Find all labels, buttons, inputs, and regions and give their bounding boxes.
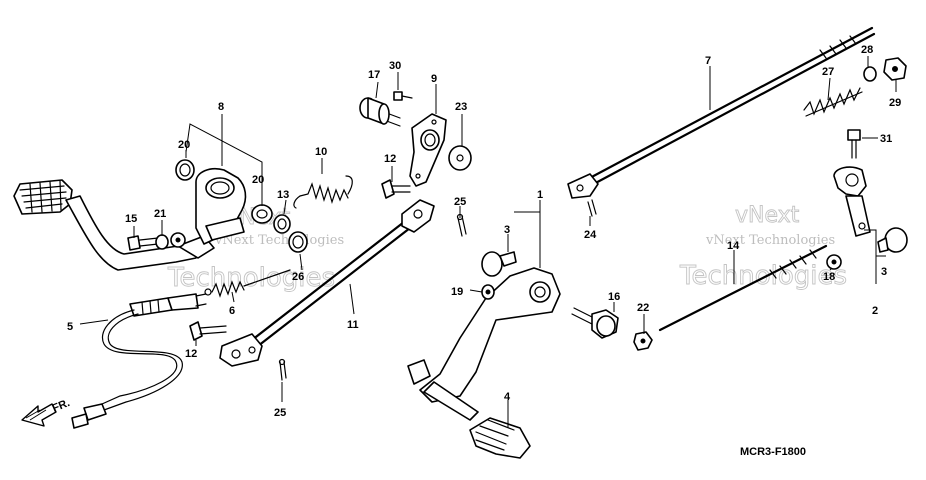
bolt-12-upper [381, 179, 411, 199]
shift-peg-4 [423, 381, 531, 459]
nut-22 [633, 331, 653, 351]
watermark-small-text: vNext Technologies [214, 233, 344, 248]
callout-7: 7 [705, 55, 711, 67]
nut-29 [883, 57, 907, 81]
watermark-line1: vNext [735, 203, 800, 228]
callout-20-left: 20 [178, 139, 190, 151]
callout-11: 11 [347, 319, 359, 331]
spring-6 [204, 269, 291, 298]
diagram-code-label: MCR3-F1800 [740, 446, 806, 458]
collar-26 [288, 231, 308, 253]
bolt-31 [847, 129, 861, 159]
bushing-20-left [175, 159, 195, 181]
callout-9: 9 [431, 73, 437, 85]
cotter-pin-25-upper [456, 213, 467, 237]
callout-21: 21 [154, 208, 166, 220]
watermark-small-text: vNext Technologies [705, 233, 835, 248]
bolt-15 [127, 235, 159, 251]
callout-28: 28 [861, 44, 873, 56]
cotter-pin-24 [587, 199, 597, 217]
shift-pedal-1 [407, 267, 561, 403]
callout-25-lower: 25 [274, 407, 286, 419]
callout-24: 24 [584, 229, 597, 241]
bolt-12-lower [189, 321, 227, 341]
brake-pedal [13, 179, 215, 271]
callout-3-middle: 3 [504, 224, 510, 236]
callout-14: 14 [727, 240, 740, 252]
ball-joint-3-middle [481, 251, 517, 277]
front-direction-arrow: FR. [21, 397, 72, 427]
callout-3-right: 3 [881, 266, 887, 278]
bolt-30 [393, 91, 413, 101]
callout-18: 18 [823, 271, 835, 283]
leader-lines [79, 56, 897, 428]
brake-arm [195, 167, 247, 245]
callout-12-upper: 12 [384, 153, 396, 165]
watermark-line2: Technologies [679, 261, 847, 291]
callout-16: 16 [608, 291, 620, 303]
pivot-17 [359, 97, 401, 127]
callout-4: 4 [504, 391, 511, 403]
callout-23: 23 [455, 101, 467, 113]
shift-arm-2 [833, 166, 871, 237]
spring-10 [293, 175, 353, 209]
cotter-pin-25-lower [278, 358, 287, 381]
callout-8: 8 [218, 101, 224, 113]
watermark-line2: Technologies [167, 263, 335, 293]
washer-23 [448, 145, 472, 171]
ball-joint-3-right [877, 227, 908, 253]
callout-17: 17 [368, 69, 380, 81]
spring-27 [803, 87, 863, 117]
callout-26: 26 [292, 271, 304, 283]
callout-numbers: 1 2 3 3 4 5 6 7 8 9 10 11 12 12 13 14 15… [67, 44, 901, 419]
callout-30: 30 [389, 60, 401, 72]
nut-19 [481, 284, 495, 300]
callout-19: 19 [451, 286, 463, 298]
callout-2: 2 [872, 305, 878, 317]
callout-22: 22 [637, 302, 649, 314]
callout-29: 29 [889, 97, 901, 109]
pivot-bolt-16 [571, 307, 619, 339]
callout-20-right: 20 [252, 174, 264, 186]
washer-13 [273, 214, 291, 234]
callout-10: 10 [315, 146, 327, 158]
callout-12-lower: 12 [185, 348, 197, 360]
callout-6: 6 [229, 305, 235, 317]
pin-28 [863, 66, 877, 82]
bracket-9 [409, 113, 447, 187]
brake-switch-5 [71, 293, 207, 429]
callout-13: 13 [277, 189, 289, 201]
callout-31: 31 [880, 133, 892, 145]
callout-5: 5 [67, 321, 73, 333]
tie-rod-14 [658, 244, 828, 332]
nut-18 [826, 254, 842, 270]
callout-27: 27 [822, 66, 834, 78]
watermark-right: vNext Technologies vNext Technologies [679, 203, 848, 292]
brake-rod-11 [219, 199, 435, 367]
callout-15: 15 [125, 213, 137, 225]
shift-rod-7 [567, 26, 876, 199]
bushing-20-right [251, 204, 273, 224]
fr-label: FR. [51, 397, 72, 415]
callout-1: 1 [537, 189, 543, 201]
callout-25-upper: 25 [454, 196, 466, 208]
